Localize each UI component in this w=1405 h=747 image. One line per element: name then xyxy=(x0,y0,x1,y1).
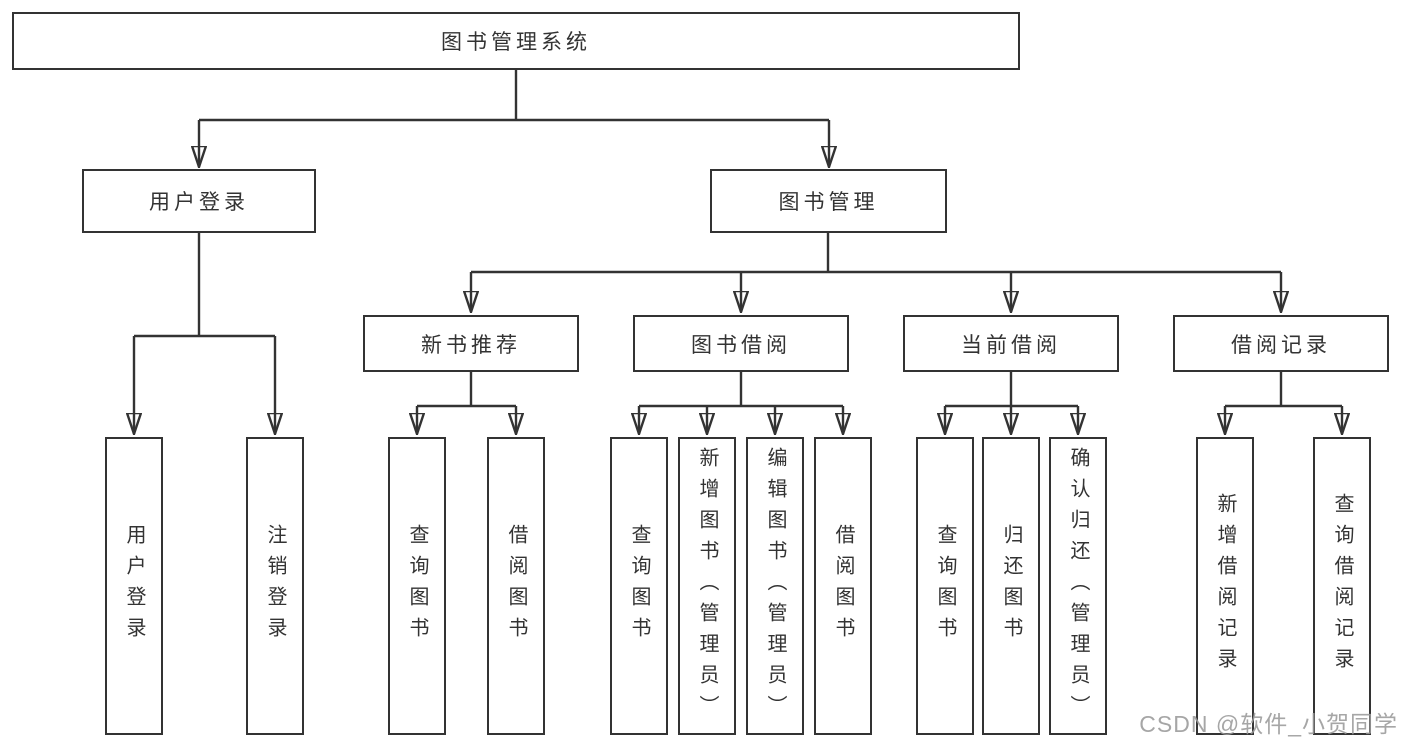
leaf-query-books-borrow-label: 查询图书 xyxy=(628,524,650,648)
leaf-return-books: 归还图书 xyxy=(982,437,1040,735)
node-user-login: 用户登录 xyxy=(82,169,316,233)
node-book-borrow: 图书借阅 xyxy=(633,315,849,372)
leaf-user-login-label: 用户登录 xyxy=(123,524,145,648)
leaf-borrow-books: 借阅图书 xyxy=(814,437,872,735)
leaf-query-books-current-label: 查询图书 xyxy=(934,524,956,648)
leaf-confirm-return-admin-label: 确认归还（管理员） xyxy=(1067,446,1089,726)
node-book-management: 图书管理 xyxy=(710,169,947,233)
leaf-query-books-borrow: 查询图书 xyxy=(610,437,668,735)
node-new-book-recommend: 新书推荐 xyxy=(363,315,579,372)
node-current-borrow: 当前借阅 xyxy=(903,315,1119,372)
node-borrow-records: 借阅记录 xyxy=(1173,315,1389,372)
leaf-query-books-recommend: 查询图书 xyxy=(388,437,446,735)
leaf-logout-label: 注销登录 xyxy=(264,524,286,648)
leaf-query-books-recommend-label: 查询图书 xyxy=(406,524,428,648)
leaf-query-borrow-record-label: 查询借阅记录 xyxy=(1331,493,1353,679)
leaf-confirm-return-admin: 确认归还（管理员） xyxy=(1049,437,1107,735)
leaf-logout: 注销登录 xyxy=(246,437,304,735)
leaf-user-login: 用户登录 xyxy=(105,437,163,735)
leaf-query-borrow-record: 查询借阅记录 xyxy=(1313,437,1371,735)
leaf-add-books-admin-label: 新增图书（管理员） xyxy=(696,446,718,726)
leaf-add-borrow-record-label: 新增借阅记录 xyxy=(1214,493,1236,679)
leaf-add-borrow-record: 新增借阅记录 xyxy=(1196,437,1254,735)
leaf-query-books-current: 查询图书 xyxy=(916,437,974,735)
leaf-borrow-books-recommend-label: 借阅图书 xyxy=(505,524,527,648)
leaf-edit-books-admin-label: 编辑图书（管理员） xyxy=(764,446,786,726)
leaf-add-books-admin: 新增图书（管理员） xyxy=(678,437,736,735)
leaf-borrow-books-label: 借阅图书 xyxy=(832,524,854,648)
leaf-edit-books-admin: 编辑图书（管理员） xyxy=(746,437,804,735)
csdn-watermark: CSDN @软件_小贺同学 xyxy=(1139,711,1398,737)
node-library-management-system: 图书管理系统 xyxy=(12,12,1020,70)
leaf-borrow-books-recommend: 借阅图书 xyxy=(487,437,545,735)
leaf-return-books-label: 归还图书 xyxy=(1000,524,1022,648)
